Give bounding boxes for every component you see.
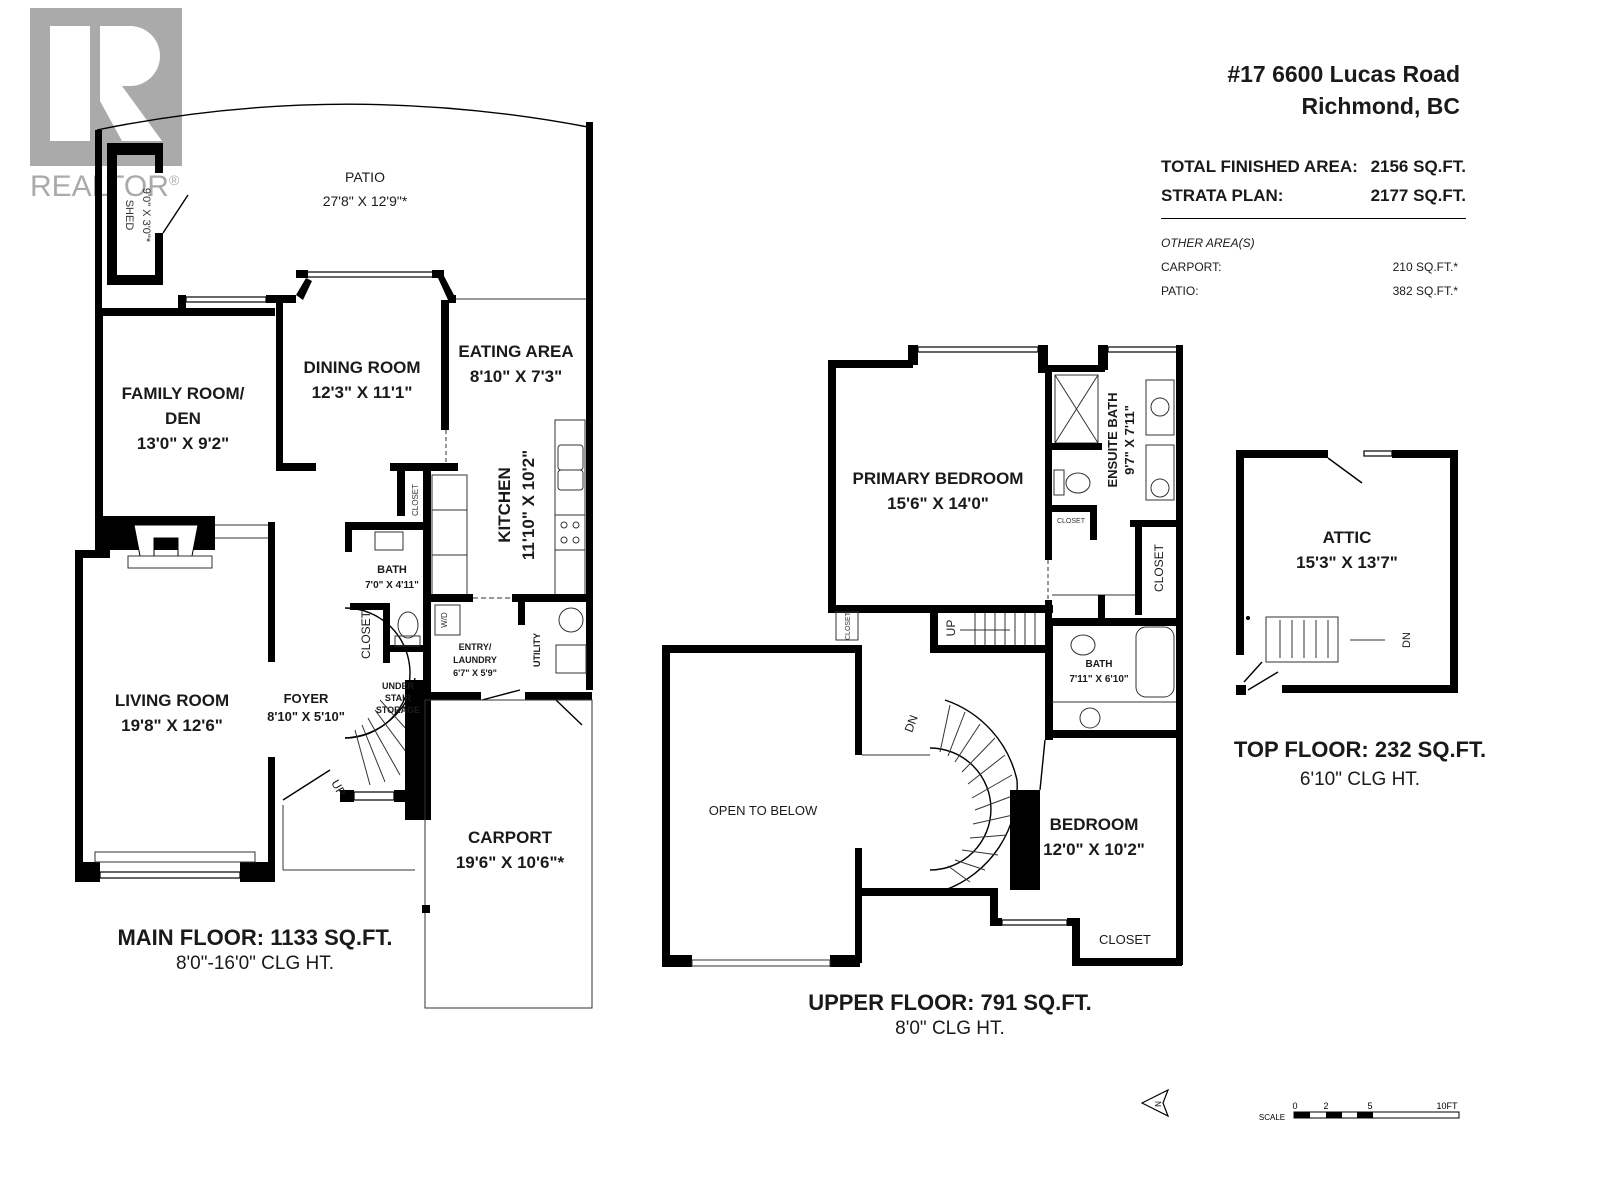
- room-dim-living: 19'8" X 12'6": [121, 716, 223, 735]
- north-label: N: [1154, 1101, 1163, 1107]
- room-label-ensuite: ENSUITE BATH: [1105, 392, 1120, 487]
- room-dim-entry: 6'7" X 5'9": [453, 668, 497, 678]
- stairs-down-label-upper: DN: [902, 713, 921, 734]
- total-finished-row: TOTAL FINISHED AREA: 2156 SQ.FT.: [1161, 157, 1466, 186]
- strata-plan-value: 2177 SQ.FT.: [1370, 186, 1466, 205]
- total-finished-label: TOTAL FINISHED AREA:: [1161, 157, 1358, 176]
- other-areas-heading: OTHER AREA(S): [1161, 236, 1255, 250]
- other-area-value: 382 SQ.FT.*: [1392, 284, 1458, 298]
- top-floor-ceiling: 6'10" CLG HT.: [1299, 769, 1421, 790]
- room-label-bedroom: BEDROOM: [1050, 815, 1139, 834]
- address-line-2: Richmond, BC: [1301, 93, 1460, 119]
- strata-plan-row: STRATA PLAN: 2177 SQ.FT.: [1161, 186, 1466, 219]
- room-dim-carport: 19'6" X 10'6"*: [456, 853, 565, 872]
- upper-floor-plan: [662, 345, 1183, 967]
- address-block: #17 6600 Lucas Road Richmond, BC: [1150, 58, 1460, 122]
- top-floor-caption: TOP FLOOR: 232 SQ.FT. 6'10" CLG HT.: [1200, 737, 1520, 791]
- room-label-open-to-below: OPEN TO BELOW: [709, 803, 818, 818]
- room-dim-family: 13'0" X 9'2": [137, 434, 229, 453]
- room-dim-patio: 27'8" X 12'9"*: [323, 193, 408, 209]
- room-dim-ensuite: 9'7" X 7'11": [1122, 405, 1137, 475]
- room-dim-eating: 8'10" X 7'3": [470, 367, 562, 386]
- room-dim-dining: 12'3" X 11'1": [312, 383, 413, 402]
- room-label-closet-bedroom: CLOSET: [1099, 932, 1151, 947]
- room-label-closet-hall: CLOSET: [845, 611, 852, 640]
- main-floor-title: MAIN FLOOR: 1133 SQ.FT.: [117, 925, 393, 950]
- room-label-attic: ATTIC: [1323, 528, 1372, 547]
- room-label-closet-1: CLOSET: [411, 484, 420, 516]
- other-area-row-carport: CARPORT: 210 SQ.FT.*: [1161, 260, 1466, 284]
- room-label-eating: EATING AREA: [458, 342, 573, 361]
- upper-floor-caption: UPPER FLOOR: 791 SQ.FT. 8'0" CLG HT.: [755, 990, 1145, 1040]
- top-floor-plan: [1236, 450, 1458, 695]
- other-area-label: CARPORT:: [1161, 260, 1222, 274]
- room-label-entry: ENTRY/: [459, 642, 492, 652]
- room-label-foyer: FOYER: [284, 691, 329, 706]
- area-summary: TOTAL FINISHED AREA: 2156 SQ.FT. STRATA …: [1161, 157, 1466, 308]
- room-dim-foyer: 8'10" X 5'10": [267, 709, 345, 724]
- scale-tick-0: 0: [1292, 1101, 1297, 1111]
- room-label-laundry: LAUNDRY: [453, 655, 497, 665]
- other-area-row-patio: PATIO: 382 SQ.FT.*: [1161, 284, 1466, 308]
- room-dim-shed: 9'0" X 3'0"*: [140, 188, 152, 243]
- scale-tick-10: 10FT: [1436, 1101, 1458, 1111]
- room-label-understair-3: STORAGE: [376, 705, 420, 715]
- room-label-understair-1: UNDER: [382, 681, 415, 691]
- room-label-living: LIVING ROOM: [115, 691, 229, 710]
- main-floor-caption: MAIN FLOOR: 1133 SQ.FT. 8'0"-16'0" CLG H…: [60, 925, 450, 975]
- address-line-1: #17 6600 Lucas Road: [1227, 61, 1460, 87]
- room-dim-attic: 15'3" X 13'7": [1296, 553, 1398, 572]
- room-label-closet-2: CLOSET: [359, 610, 373, 659]
- upper-floor-ceiling: 8'0" CLG HT.: [895, 1018, 1005, 1039]
- scale-tick-5: 5: [1367, 1101, 1372, 1111]
- top-floor-title: TOP FLOOR: 232 SQ.FT.: [1233, 737, 1487, 762]
- room-label-family: FAMILY ROOM/: [122, 384, 245, 403]
- room-label-shed: SHED: [123, 200, 135, 231]
- room-label-bath-upper: BATH: [1085, 659, 1112, 670]
- room-label-closet-ensuite: CLOSET: [1152, 543, 1166, 592]
- room-dim-bedroom: 12'0" X 10'2": [1043, 840, 1145, 859]
- label-washer-dryer: W/D: [440, 612, 449, 628]
- main-floor-plan: [75, 103, 593, 1009]
- scale-label: SCALE: [1259, 1113, 1285, 1122]
- room-label-patio: PATIO: [345, 169, 385, 185]
- room-label-utility: UTILITY: [532, 633, 542, 667]
- main-floor-ceiling: 8'0"-16'0" CLG HT.: [175, 953, 335, 974]
- room-label-closet-ensuite-small: CLOSET: [1057, 518, 1086, 525]
- room-label-understair-2: STAIR: [385, 693, 412, 703]
- room-label-family-2: DEN: [165, 409, 201, 428]
- total-finished-value: 2156 SQ.FT.: [1370, 157, 1466, 176]
- room-label-bath-main: BATH: [377, 564, 407, 576]
- realtor-watermark: REALTOR®: [30, 8, 188, 204]
- upper-floor-title: UPPER FLOOR: 791 SQ.FT.: [808, 990, 1092, 1015]
- scale-tick-2: 2: [1323, 1101, 1328, 1111]
- room-dim-kitchen: 11'10" X 10'2": [519, 450, 538, 560]
- realtor-logo-icon: [30, 8, 182, 166]
- room-label-kitchen: KITCHEN: [495, 467, 514, 543]
- room-label-dining: DINING ROOM: [303, 358, 420, 377]
- other-area-label: PATIO:: [1161, 284, 1199, 298]
- room-label-primary: PRIMARY BEDROOM: [853, 469, 1024, 488]
- other-area-value: 210 SQ.FT.*: [1392, 260, 1458, 274]
- strata-plan-label: STRATA PLAN:: [1161, 186, 1284, 205]
- stairs-up-label-upper: UP: [944, 620, 958, 637]
- room-dim-bath-upper: 7'11" X 6'10": [1069, 674, 1129, 685]
- room-label-carport: CARPORT: [468, 828, 553, 847]
- room-dim-bath-main: 7'0" X 4'11": [365, 580, 419, 591]
- stairs-down-label-attic: DN: [1401, 632, 1413, 648]
- north-arrow-icon: N: [1140, 1088, 1170, 1118]
- scale-bar: SCALE 0 2 5 10FT: [1259, 1101, 1460, 1122]
- room-dim-primary: 15'6" X 14'0": [887, 494, 989, 513]
